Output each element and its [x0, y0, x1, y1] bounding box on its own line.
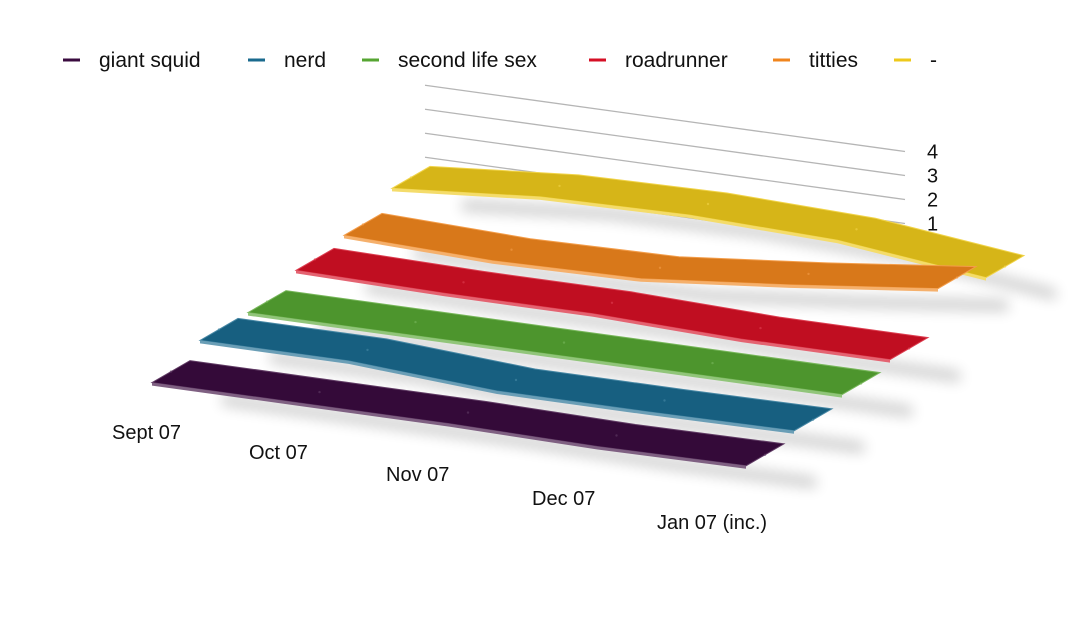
legend-label: giant squid [99, 49, 201, 72]
data-point [807, 272, 810, 276]
data-point [1003, 265, 1007, 268]
x-tick-label: Nov 07 [386, 464, 449, 486]
legend-label: - [930, 49, 937, 72]
ribbon-top-face [390, 165, 1026, 279]
gridline-2 [424, 132, 906, 201]
x-tick-label: Dec 07 [532, 488, 595, 510]
data-point [859, 382, 863, 385]
gridline-4 [424, 84, 906, 153]
data-point [313, 258, 317, 261]
ribbon-shadow [222, 394, 816, 488]
y-tick-label: 2 [927, 190, 938, 212]
x-tick-label: Sept 07 [112, 422, 181, 444]
legend-item[interactable]: second life sex [362, 49, 537, 72]
data-point [706, 202, 710, 206]
y-tick-label: 4 [927, 142, 938, 164]
data-point [265, 300, 269, 303]
ribbon-front-edge [200, 340, 794, 434]
data-point [318, 390, 321, 394]
legend-label: roadrunner [625, 49, 728, 72]
data-point [466, 411, 470, 414]
data-point [855, 228, 858, 231]
legend-item[interactable]: nerd [248, 49, 326, 72]
x-axis-labels: Sept 07 Oct 07 Nov 07 Dec 07 Jan 07 (inc.) [112, 422, 767, 534]
legend-item[interactable]: giant squid [63, 49, 201, 72]
data-point [217, 328, 221, 331]
data-point [711, 361, 714, 365]
ribbon-front-edge [248, 312, 842, 398]
legend-item[interactable]: titties [773, 49, 858, 72]
y-tick-label: 1 [927, 214, 938, 236]
data-point [366, 348, 369, 352]
data-point [615, 434, 618, 437]
series-ribbon [150, 360, 786, 469]
data-point [955, 276, 959, 279]
series-ribbon [294, 247, 930, 363]
data-point [409, 176, 413, 179]
legend-label: titties [809, 49, 858, 72]
series-ribbon [198, 317, 834, 434]
data-point [610, 301, 614, 304]
x-tick-label: Oct 07 [249, 442, 308, 464]
data-point [558, 184, 561, 188]
ribbon-front-edge [152, 382, 746, 469]
ribbon-front-edge [344, 235, 938, 292]
legend: giant squid nerd second life sex roadrunner… [63, 49, 937, 72]
x-tick-label: Jan 07 (inc.) [657, 512, 767, 534]
data-point [414, 320, 417, 324]
legend-label: nerd [284, 49, 326, 72]
series-ribbon [246, 290, 882, 398]
legend-item[interactable]: roadrunner [589, 49, 728, 72]
legend-item[interactable]: - [894, 49, 937, 72]
ribbon-front-edge [296, 270, 890, 363]
legend-label: second life sex [398, 49, 537, 72]
ribbon-shadow [462, 200, 1056, 300]
data-point [759, 326, 762, 330]
gridline-3 [424, 108, 906, 177]
data-point [562, 341, 566, 344]
data-point [514, 378, 518, 382]
y-tick-label: 3 [927, 166, 938, 188]
data-point [462, 281, 465, 284]
ribbon-shadow [414, 247, 1008, 311]
data-point [811, 418, 815, 421]
data-point [663, 399, 666, 402]
data-point [510, 248, 513, 251]
series-ribbon [342, 212, 978, 292]
ribbon-shadow [366, 282, 960, 382]
data-point [763, 453, 767, 456]
data-point [907, 347, 911, 350]
ribbon-layer [150, 165, 1026, 469]
series-ribbon [390, 165, 1026, 281]
ribbon-shadow [318, 324, 912, 417]
data-point [169, 370, 173, 373]
data-point [361, 223, 365, 226]
data-point [658, 266, 662, 269]
